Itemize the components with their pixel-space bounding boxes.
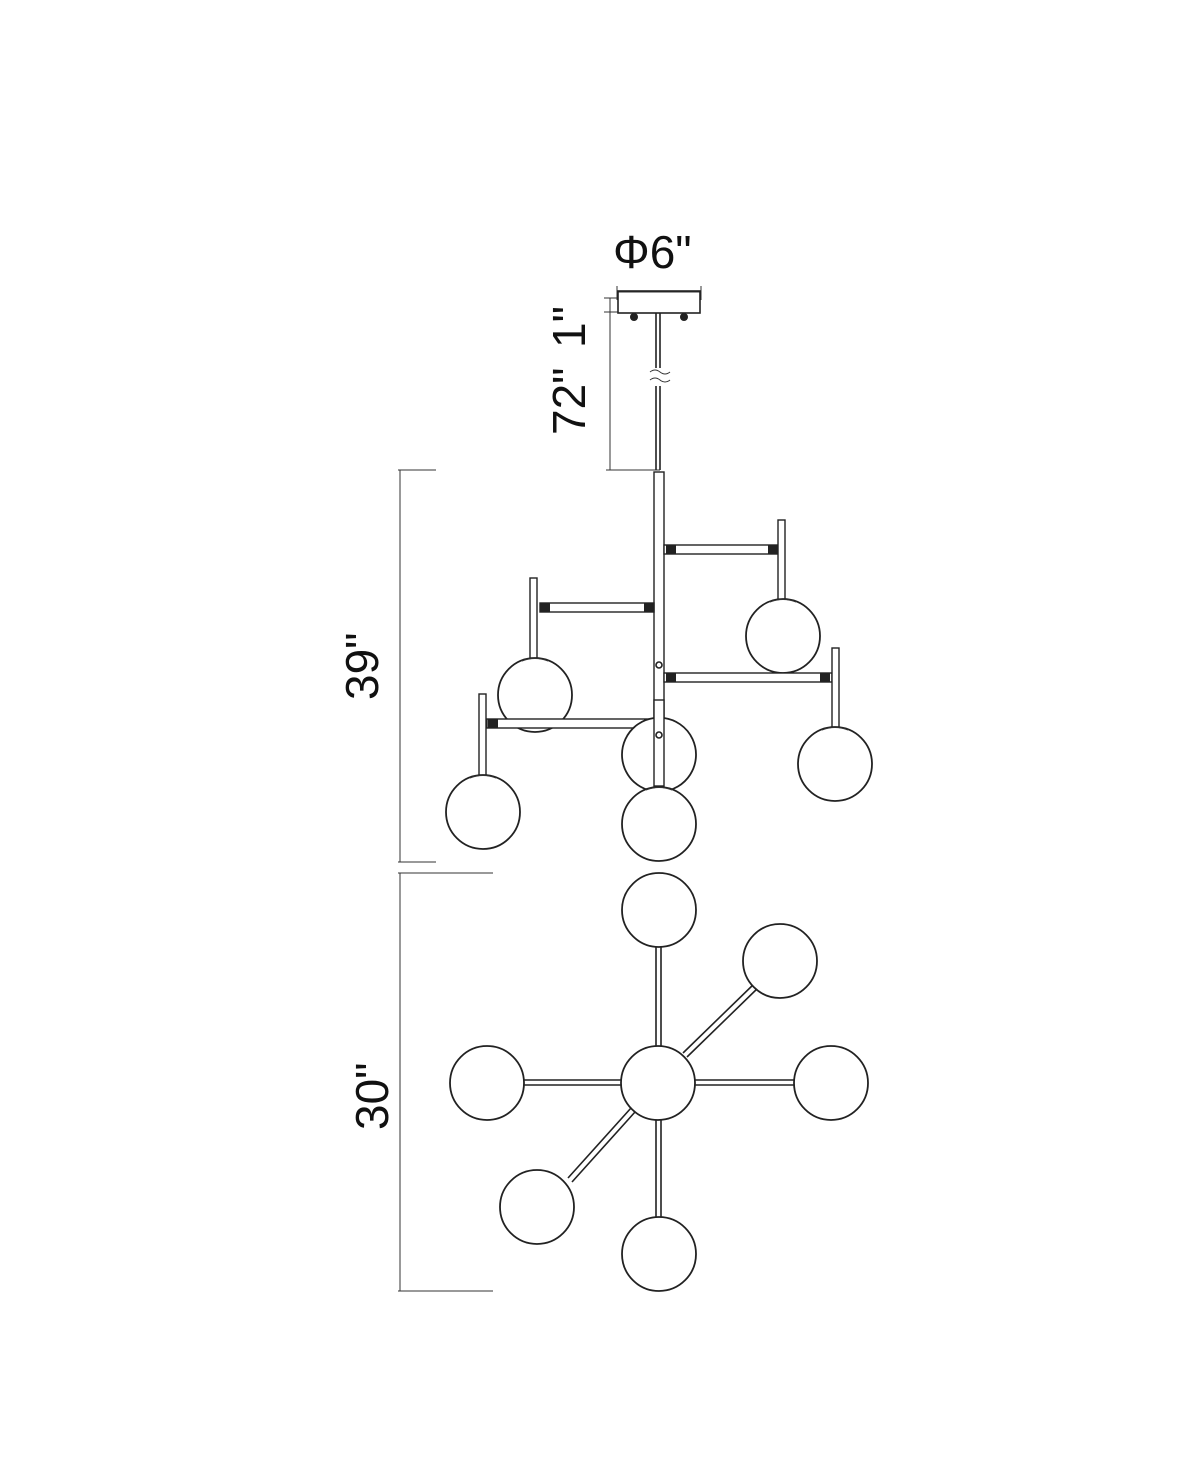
arm-upper-right (663, 519, 786, 603)
plan-globe-upper-right (742, 923, 818, 999)
fixture-width-dimension-line (398, 872, 493, 1292)
plan-globe-bottom (621, 1216, 697, 1292)
globe-upper-left (497, 657, 573, 733)
canopy-diameter-label: Φ6" (613, 226, 692, 278)
plan-globe-top (621, 872, 697, 948)
arm-middle-right (663, 647, 840, 731)
canopy (617, 290, 701, 321)
downrod (649, 313, 671, 470)
canopy-height-label-group: 1" (543, 306, 595, 348)
plan-globe-right (793, 1045, 869, 1121)
fixture-height-label-group: 39" (336, 633, 388, 701)
fixture-height-label: 39" (336, 633, 388, 701)
globe-bottom (621, 786, 697, 862)
canopy-height-label: 1" (543, 306, 595, 348)
plan-globe-left (449, 1045, 525, 1121)
plan-arms (522, 946, 797, 1220)
globe-middle-right (797, 726, 873, 802)
plan-globe-center (620, 1045, 696, 1121)
chain-length-label: 72" (543, 368, 595, 436)
globe-lower-left (445, 774, 521, 850)
canopy-diameter-dimension-line (616, 286, 702, 300)
canopy-height-dimension-line (604, 297, 618, 313)
fixture-width-label-group: 30" (346, 1063, 398, 1131)
chain-length-label-group: 72" (543, 368, 595, 436)
plan-globe-lower-left (499, 1169, 575, 1245)
arm-upper-left (529, 577, 655, 661)
globe-upper-right (745, 598, 821, 674)
globe-center-back (621, 699, 697, 793)
chain-length-dimension-line (606, 298, 660, 471)
fixture-height-dimension-line (398, 469, 436, 863)
fixture-width-label: 30" (346, 1063, 398, 1131)
